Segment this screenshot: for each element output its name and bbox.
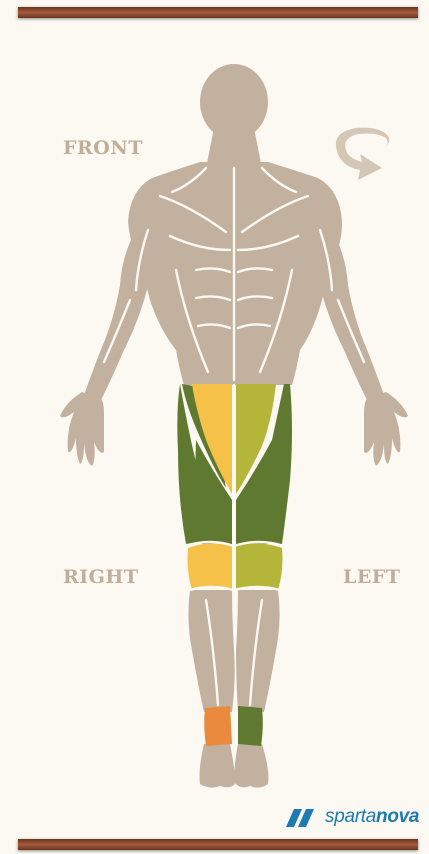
brand-logo: spartanova [282,806,419,828]
right-foot [200,744,237,788]
rotate-arrow-icon [328,120,402,186]
right-lower-leg [188,590,234,712]
left-arm [310,230,384,402]
right-ankle-region[interactable] [204,706,232,746]
left-hand [364,392,408,466]
right-hand [60,392,104,466]
left-lower-leg [236,590,280,712]
bottom-rail [18,839,418,850]
right-knee-region[interactable] [188,543,233,590]
left-foot [234,744,268,788]
left-ankle-region[interactable] [238,706,263,746]
right-arm [84,230,158,402]
left-knee-region[interactable] [236,543,283,590]
brand-mark-icon [282,807,320,827]
rotate-view-button[interactable] [328,120,402,186]
brand-name: spartanova [325,806,419,828]
